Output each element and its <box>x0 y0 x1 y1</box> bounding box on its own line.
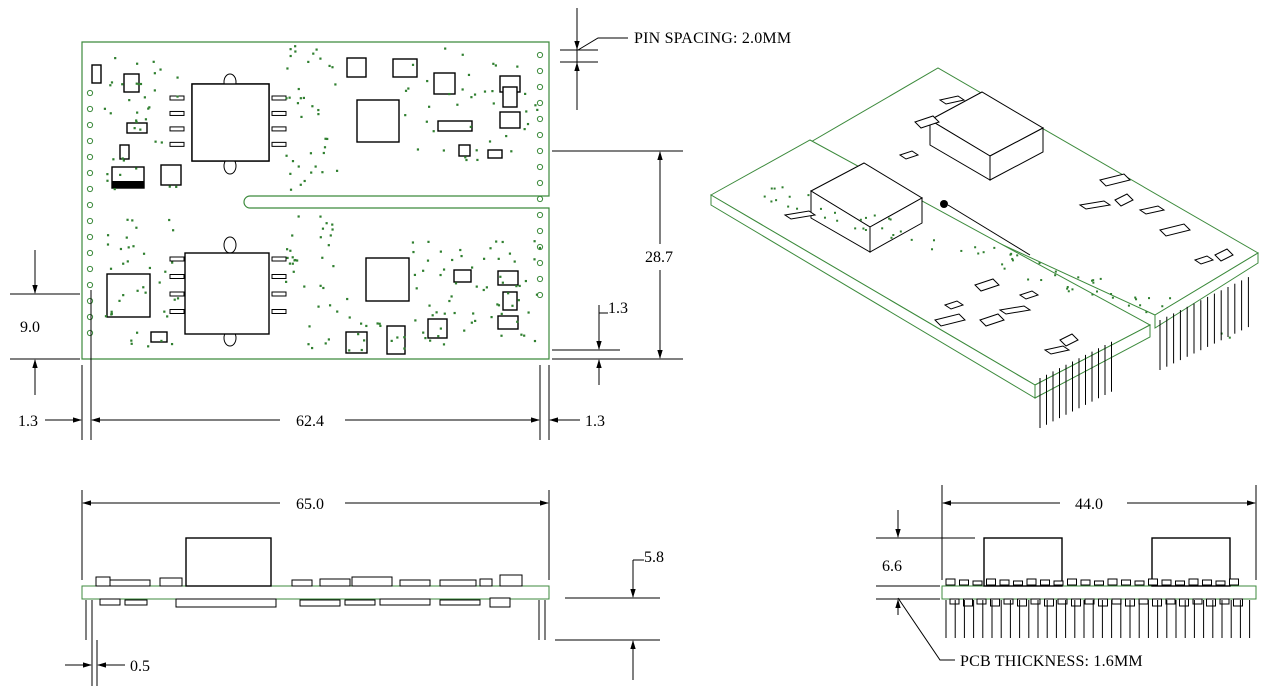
ic-top-2 <box>346 57 367 78</box>
ic-bottom-2 <box>365 257 410 302</box>
side-components <box>95 574 523 608</box>
ic-bottom-7 <box>497 270 519 286</box>
pin-spacing-label: PIN SPACING: 2.0MM <box>634 30 791 47</box>
ic-bottom-1 <box>106 273 151 318</box>
top-view <box>81 41 550 360</box>
iso-transformer-2 <box>809 162 923 253</box>
side-view-length: 65.0 5.8 0.5 <box>65 490 664 686</box>
dim-1-3-bottom-right: 1.3 <box>585 413 605 430</box>
ic-top-9 <box>458 144 471 157</box>
dim-65-0: 65.0 <box>296 496 324 513</box>
ic-top-8 <box>437 120 473 132</box>
ic-bottom-5 <box>386 325 406 355</box>
ic-bottom-6 <box>453 269 472 283</box>
dim-6-6: 6.6 <box>882 558 902 575</box>
side2-components <box>945 578 1243 607</box>
sot-left <box>160 164 182 186</box>
ic-bottom-10 <box>150 331 168 343</box>
via-dots <box>103 45 542 352</box>
ic-top-1 <box>356 99 400 143</box>
right-pin-holes <box>536 51 544 299</box>
ic-top-3 <box>392 58 418 78</box>
ic-top-4 <box>433 72 456 95</box>
dim-44-0: 44.0 <box>1075 496 1103 513</box>
diode-band <box>112 181 144 188</box>
dim-1-3-left: 1.3 <box>18 413 38 430</box>
iso-transformer-1 <box>928 91 1045 181</box>
iso-components <box>763 95 1234 355</box>
ic-bottom-9 <box>497 315 519 330</box>
side-pcb <box>81 585 550 600</box>
dim-28-7: 28.7 <box>645 249 673 266</box>
dim-1-3-right: 1.3 <box>608 300 628 317</box>
side-view-width: 44.0 6.6 PCB THICKNESS: 1.6MM <box>876 485 1257 670</box>
cap-left-3 <box>126 122 148 134</box>
isometric-view <box>709 67 1259 428</box>
side-transformer <box>185 537 272 587</box>
side2-pins <box>945 600 1251 638</box>
dim-62-4: 62.4 <box>296 413 324 430</box>
side2-transformer-2 <box>1151 537 1231 587</box>
pcb-outline-top <box>81 41 550 360</box>
cap-left-2 <box>123 73 140 93</box>
ic-bottom-3 <box>427 318 448 339</box>
iso-header-pins <box>1039 277 1249 428</box>
dim-9-0: 9.0 <box>20 319 40 336</box>
side2-pcb <box>941 585 1257 600</box>
ic-bottom-8 <box>502 291 518 311</box>
top-view-dimensions: PIN SPACING: 2.0MM 28.7 1.3 9.0 1.3 62.4 <box>10 8 791 440</box>
side2-transformer-1 <box>983 537 1063 587</box>
ic-bottom-4 <box>345 331 368 354</box>
ic-top-6 <box>502 86 518 108</box>
pcb-thickness-label: PCB THICKNESS: 1.6MM <box>960 653 1143 670</box>
ic-top-7 <box>499 111 521 129</box>
upper-transformer <box>191 73 270 175</box>
dim-0-5: 0.5 <box>130 658 150 675</box>
lower-transformer <box>184 236 270 347</box>
cap-left-4 <box>119 144 130 160</box>
left-pin-holes <box>86 89 94 337</box>
transformer-leads <box>169 95 287 314</box>
cap-left-1 <box>91 64 102 84</box>
dim-5-8: 5.8 <box>644 549 664 566</box>
ic-top-10 <box>487 149 503 159</box>
